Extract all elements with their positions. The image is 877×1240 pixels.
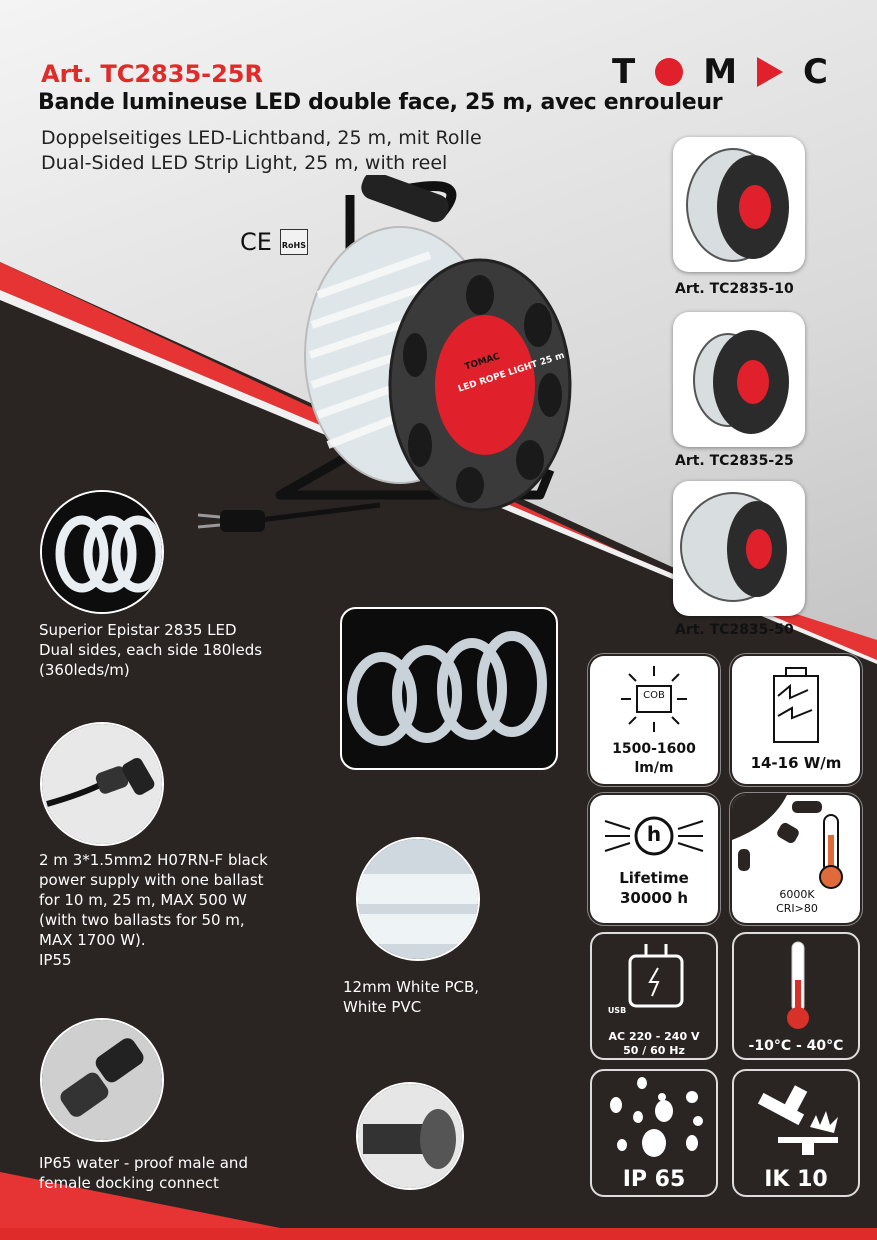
spec-color-temp: 6000K CRI>80	[732, 795, 860, 923]
brand-letter-c: C	[803, 52, 828, 92]
brand-letter-t: T	[612, 52, 636, 92]
variant-thumb-50[interactable]	[673, 481, 805, 616]
usb-label: USB	[607, 1006, 627, 1015]
mini-reel-icon	[680, 492, 787, 602]
spec-lifetime: h Lifetime 30000 h	[590, 795, 718, 923]
spec-temp-range: -10°C - 40°C	[732, 932, 860, 1060]
mini-reel-icon	[693, 330, 789, 434]
ce-mark: CE	[240, 228, 272, 256]
brand-triangle-icon	[757, 57, 784, 87]
spec-power: 14-16 W/m	[732, 656, 860, 784]
led-strip-coil-icon	[40, 490, 164, 614]
spec-ip: IP 65	[590, 1069, 718, 1197]
brand-letter-m: M	[703, 52, 738, 92]
spec-voltage: USB AC 220 - 240 V 50 / 60 Hz	[590, 932, 718, 1060]
hours-symbol: h	[646, 822, 662, 846]
pcb-text: 12mm White PCB, White PVC	[343, 978, 480, 1016]
variant-label-50: Art. TC2835-50	[675, 622, 794, 638]
rohs-mark: RoHS	[279, 229, 308, 255]
cob-chip-icon	[621, 666, 687, 732]
cob-label: COB	[643, 690, 665, 701]
water-drops-icon	[610, 1077, 703, 1157]
spec-ik: IK 10	[732, 1069, 860, 1197]
waterproof-connector-icon	[40, 1018, 164, 1142]
feature-power-text: 2 m 3*1.5mm2 H07RN-F black power supply …	[39, 851, 268, 969]
variant-thumb-10[interactable]	[673, 137, 805, 272]
cable-reel-product-image: LED ROPE LIGHT 25 m TOMAC	[197, 175, 572, 532]
feature-led-text: Superior Epistar 2835 LED Dual sides, ea…	[39, 621, 263, 679]
mini-reel-icon	[686, 148, 789, 262]
brand-logo: T M C	[612, 52, 828, 92]
lifetime-hours-icon	[604, 816, 704, 856]
hammer-impact-icon	[757, 1085, 838, 1155]
variant-label-25: Art. TC2835-25	[675, 453, 794, 469]
battery-icon	[773, 667, 819, 743]
title-french: Bande lumineuse LED double face, 25 m, a…	[38, 90, 723, 115]
thermometer-sun-icon	[732, 795, 843, 889]
title-german: Doppelseitiges LED-Lichtband, 25 m, mit …	[41, 127, 482, 149]
brand-dot-icon	[655, 58, 684, 86]
led-strip-photo	[340, 607, 558, 770]
certifications: CE RoHS	[240, 228, 308, 256]
power-adapter-icon	[628, 944, 684, 1008]
article-code: Art. TC2835-25R	[41, 60, 263, 88]
pcb-closeup-icon	[356, 837, 480, 961]
thermometer-icon	[787, 941, 809, 1029]
power-plug-icon	[40, 722, 164, 846]
title-english: Dual-Sided LED Strip Light, 25 m, with r…	[41, 152, 448, 174]
variant-label-10: Art. TC2835-10	[675, 281, 794, 297]
end-cap-icon	[356, 1082, 464, 1190]
variant-thumb-25[interactable]	[673, 312, 805, 447]
spec-lumen: COB 1500-1600 lm/m	[590, 656, 718, 784]
bottom-accent-bar	[0, 1228, 877, 1240]
feature-connector-text: IP65 water - proof male and female docki…	[39, 1154, 248, 1192]
